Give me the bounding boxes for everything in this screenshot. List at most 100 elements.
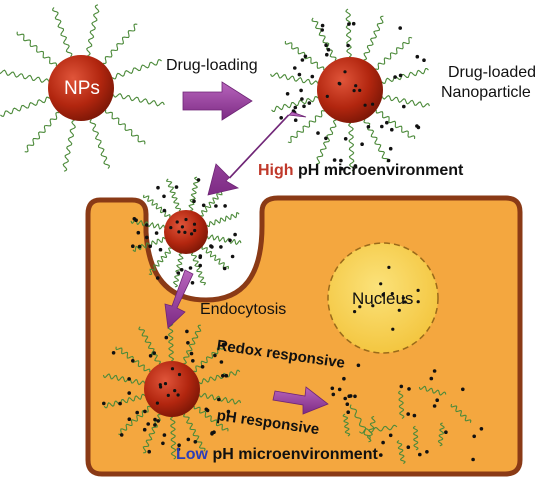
ligand-chain [24, 111, 60, 153]
drug-dot [402, 104, 406, 109]
drug-dot [366, 125, 371, 129]
drug-dot [386, 158, 391, 163]
core-drug-dot [192, 222, 197, 226]
drug-dot [224, 373, 229, 378]
core-drug-dot [176, 393, 180, 397]
core-drug-dot [180, 225, 184, 229]
drug-dot [189, 351, 194, 356]
released-drug-dot [418, 452, 422, 457]
drug-dot [332, 158, 337, 162]
core-drug-dot [337, 81, 341, 85]
drug-dot [221, 374, 225, 378]
ligand-chain [311, 17, 337, 61]
ligand-chain [16, 31, 58, 67]
core-drug-dot [159, 385, 163, 389]
core-drug-dot [190, 232, 194, 236]
core-drug-dot [358, 88, 362, 92]
ligand-chain [0, 69, 50, 83]
drug-dot [148, 354, 153, 358]
drug-dot [353, 164, 358, 168]
drug-dot [127, 417, 132, 422]
released-drug-dot [345, 402, 350, 407]
nucleus-drug-dot [397, 308, 401, 312]
released-drug-dot [407, 387, 411, 391]
released-drug-dot [388, 433, 393, 438]
core-drug-dot [169, 226, 173, 230]
drug-dot [398, 26, 403, 30]
high-word: High [258, 162, 294, 179]
drug-dot [228, 238, 232, 243]
ligand-chain [89, 118, 110, 169]
drug-dot [325, 52, 329, 57]
drug-dot [217, 397, 221, 402]
nucleus-drug-dot [387, 265, 391, 269]
released-drug-dot [356, 363, 361, 368]
released-drug-dot [353, 394, 357, 399]
nucleus-drug-dot [391, 327, 395, 331]
drug-dot [142, 427, 147, 432]
ligand-chain [111, 59, 162, 80]
ligand-chain [412, 425, 419, 451]
ligand-chain [103, 393, 146, 409]
ligand-chain [270, 72, 319, 86]
core-drug-dot [166, 393, 170, 397]
drug-dot [132, 217, 137, 221]
ligand-chain [375, 109, 416, 139]
drug-dot [398, 73, 403, 78]
drug-dot [326, 47, 331, 52]
drug-dot [316, 131, 320, 135]
drug-dot [164, 335, 169, 340]
nucleus-drug-dot [379, 282, 383, 286]
drug-dot [156, 185, 160, 190]
ligand-chain [287, 110, 325, 144]
core-drug-dot [325, 94, 329, 98]
drug-dot [297, 72, 302, 77]
released-drug-dot [331, 392, 336, 397]
drug-dot [346, 43, 350, 48]
drug-dot [136, 230, 141, 235]
released-drug-dot [406, 412, 411, 416]
drug-dot [302, 104, 306, 109]
drug-dot [196, 178, 201, 182]
nucleus-drug-dot [403, 300, 407, 304]
drug-dot [162, 208, 167, 213]
released-drug-dot [379, 453, 383, 457]
ligand-chain [359, 424, 398, 434]
ligand-chain [169, 416, 177, 460]
drug-dot [310, 74, 315, 79]
drug-dot [153, 423, 157, 427]
released-drug-dot [472, 434, 477, 439]
ligand-chain [86, 4, 100, 57]
drug-dot [339, 158, 343, 163]
drug-dot [161, 441, 165, 446]
drug-dot [285, 92, 290, 96]
core-drug-dot [175, 220, 179, 224]
ligand-chain [200, 188, 224, 217]
drug-dot [299, 88, 303, 93]
drug-dot [201, 203, 206, 208]
ligand-chain [381, 94, 430, 108]
ligand-chain [183, 413, 206, 452]
released-drug-dot [412, 413, 417, 418]
drug-dot [145, 223, 149, 227]
ligand-chain [366, 415, 376, 443]
drug-dot [193, 440, 198, 444]
drug-dot [223, 204, 227, 208]
nucleus-drug-dot [390, 292, 394, 296]
drug-dot [343, 137, 348, 141]
core-drug-dot [371, 102, 375, 106]
released-drug-dot [343, 396, 348, 401]
drug-dot [307, 101, 312, 105]
drug-dot [230, 254, 235, 259]
core-drug-dot [343, 70, 347, 74]
drug-dot [177, 443, 181, 448]
ligand-chain [348, 122, 355, 172]
arrow-endocytosis [164, 269, 194, 329]
ligand-chain [138, 326, 161, 365]
nanoparticle-empty [48, 55, 114, 121]
drug-loaded-label-line2: Nanoparticle [441, 84, 531, 101]
released-drug-dot [346, 410, 351, 415]
drug-dot [118, 401, 122, 406]
drug-dot-layer [102, 21, 484, 462]
core-drug-dot [177, 372, 182, 377]
